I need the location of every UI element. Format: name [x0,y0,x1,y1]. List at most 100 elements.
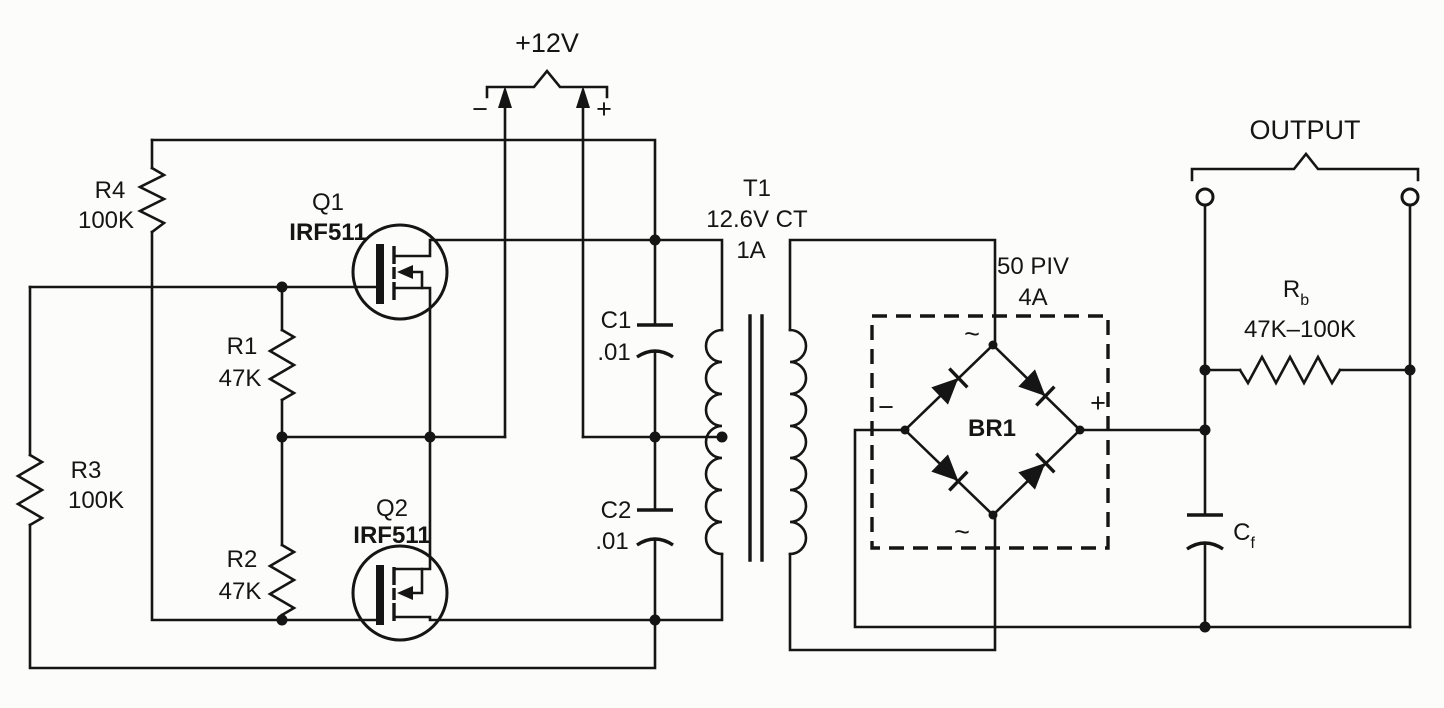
junction-dot [988,340,998,350]
q2-mosfet-symbol [351,544,449,642]
supply-plus-label: + [596,94,612,124]
q1-mosfet-symbol [351,223,449,321]
t1-primary-coil [704,328,724,556]
t1-secondary-coil [788,328,808,556]
junction-dot [1404,364,1416,376]
rb-ref-sub: b [1300,292,1309,309]
br1-ac-top-label: ~ [964,319,980,349]
r3-value-label: 100K [68,487,124,514]
br1-diode-top-right-icon [1018,369,1056,407]
output-label: OUTPUT [1250,115,1361,145]
r3-ref-label: R3 [71,457,102,484]
wire-secondary-bottom [788,513,997,652]
br1-ref-label: BR1 [968,415,1016,442]
q1-gate-bar [376,244,384,304]
labels: +12V − + Q1 IRF511 Q2 IRF511 R4 100K R1 … [68,28,1361,605]
r1-ref-label: R1 [227,333,258,360]
junction-dot [649,431,661,443]
wire-q1-source [392,286,432,439]
junction-dot [1199,364,1211,376]
junction-dot [1199,621,1211,633]
resistors [15,166,1342,622]
wire-secondary-top [788,238,997,347]
q2-gate-bar [376,565,384,625]
br1-diode-bottom-left-icon [931,454,969,492]
r2-value-label: 47K [219,578,262,605]
q1-substrate-tie [409,270,424,290]
wire-q1-drain [392,238,724,332]
br1-piv-label: 50 PIV [997,253,1069,280]
output-terminal-left [1195,187,1215,207]
br1-bridge-rectifier [870,314,1110,550]
c1-ref-label: C1 [601,307,632,334]
junction-dot [988,510,998,520]
c2-value-label: .01 [595,528,628,555]
c2-plate-curved [636,537,674,547]
cf-plate-curved [1186,541,1224,551]
cf-ref-sub: f [1250,535,1255,552]
supply-voltage-label: +12V [515,28,579,58]
wires [28,86,1412,670]
wire-top-rail [150,138,657,242]
output-terminal-right [1400,187,1420,207]
q2-ref-label: Q2 [376,495,408,522]
br1-amps-label: 4A [1018,284,1047,311]
br1-diode-top-left-icon [931,367,969,405]
br1-dashed-box [870,314,1110,550]
t1-transformer-symbol [704,314,808,562]
r2-resistor [267,543,297,617]
q2-part-label: IRF511 [353,522,430,549]
r1-resistor [267,328,297,402]
rb-ref-label: Rb [1283,276,1309,309]
wire-q2-source [392,435,432,571]
junction-dot [276,431,288,443]
q1-substrate-arrow-icon [397,265,413,279]
junction-dot [276,614,288,626]
wire-r4-to-q2-gate [150,230,378,622]
junction-dot [1199,424,1211,436]
output-brace [1190,151,1420,182]
supply-minus-label: − [472,94,488,124]
wire-left-r3-bottom [28,523,657,670]
br1-plus-label: + [1090,388,1106,418]
br1-minus-label: − [878,392,894,422]
rb-ref-main: R [1283,276,1300,303]
c1-plate-curved [636,349,674,359]
cf-ref-label: Cf [1233,519,1255,552]
arrow-up-minus-icon [498,86,512,108]
arrow-up-plus-icon [576,86,590,108]
junction-dot [649,614,661,626]
r4-ref-label: R4 [95,177,126,204]
rb-resistor [1238,354,1342,386]
r2-ref-label: R2 [227,546,258,573]
capacitors [636,323,1224,551]
q1-ref-label: Q1 [312,189,344,216]
c2-ref-label: C2 [601,497,632,524]
junction-dot [716,431,728,443]
r3-resistor [15,453,45,527]
q1-body-circle [351,223,449,321]
annotations [485,68,1420,207]
r1-value-label: 47K [219,365,262,392]
wire-q2-drain [392,552,724,622]
junction-dot [649,234,661,246]
r4-resistor [137,166,167,234]
br1-diode-bottom-right-icon [1018,452,1056,490]
wire-bridge-minus-out [853,428,1412,629]
junction-dot [276,281,288,293]
junction-dot [424,431,436,443]
br1-ac-bottom-label: ~ [954,517,970,547]
junction-dot [1075,425,1085,435]
r4-value-label: 100K [78,207,134,234]
cf-ref-main: C [1233,519,1250,546]
t1-spec-label: 12.6V CT [706,206,808,233]
c1-value-label: .01 [597,339,630,366]
supply-brace [485,68,609,99]
junction-dot [900,425,910,435]
q2-substrate-arrow-icon [397,586,413,600]
rb-value-label: 47K–100K [1244,316,1356,343]
q1-part-label: IRF511 [289,219,366,246]
junction-dots [276,234,1416,633]
